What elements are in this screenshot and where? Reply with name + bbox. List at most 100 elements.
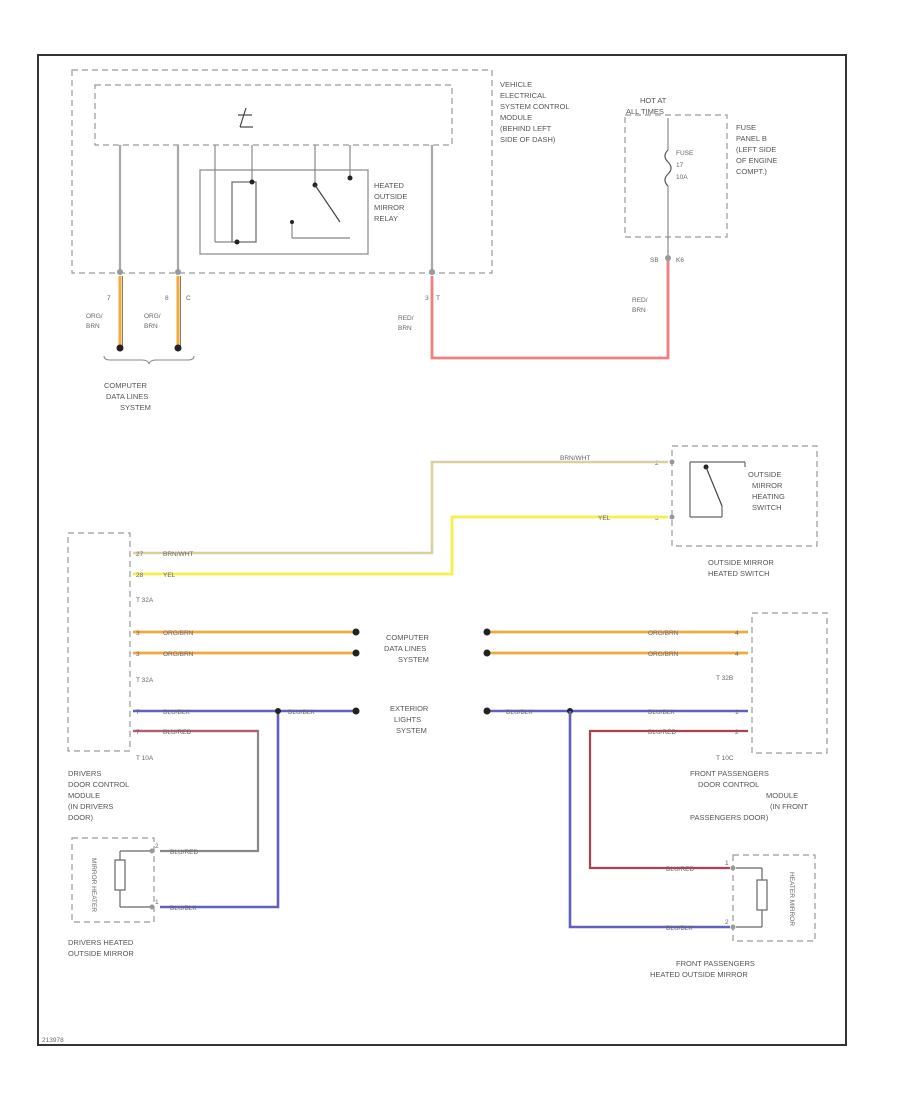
pin-fuse2: K6	[676, 257, 684, 264]
pin-d2: 1	[155, 899, 159, 906]
conn-t32b: T 32B	[716, 675, 733, 682]
relay-coil	[214, 145, 257, 245]
driver-module-2: DOOR CONTROL	[68, 780, 129, 789]
wire-blu-blk-left-drop	[160, 711, 280, 909]
pin8-terminal	[175, 269, 181, 275]
driver-module-5: DOOR)	[68, 813, 94, 822]
driver-heater-symbol	[114, 848, 155, 910]
switch-box	[671, 445, 818, 547]
heater-label-r: HEATER MIRROR	[788, 872, 795, 926]
pin-sw1: 2	[655, 460, 659, 467]
relay-contact	[290, 145, 353, 239]
cdl-bracket	[103, 355, 195, 365]
pass-module-2: DOOR CONTROL	[698, 780, 759, 789]
conn-t32a: T 32A	[136, 597, 154, 604]
wire-label-red1-a: RED/	[398, 315, 414, 322]
ext-lights-3: SYSTEM	[396, 726, 427, 735]
wire-blu-blk-r2: BLU/BLK	[506, 709, 533, 716]
vesc-label-line1: VEHICLE	[500, 80, 532, 89]
pass-mirror-2: HEATED OUTSIDE MIRROR	[650, 970, 748, 979]
pass-module-1: FRONT PASSENGERS	[690, 769, 769, 778]
wire-blu-red-r: BLU/RED	[648, 729, 676, 736]
cdl-center-1: COMPUTER	[386, 633, 430, 642]
vesc-label-line6: SIDE OF DASH)	[500, 135, 556, 144]
wire-label-org1-a: ORG/	[86, 313, 103, 320]
wire-brn-wht-label: BRN/WHT	[560, 455, 590, 462]
fuse-panel-label-1: FUSE	[736, 123, 756, 132]
driver-mirror-box	[71, 837, 155, 923]
driver-module-1: DRIVERS	[68, 769, 101, 778]
switch-label-2: MIRROR	[752, 481, 783, 490]
conn-t10c: T 10C	[716, 755, 734, 762]
cdl-left-dot-2	[352, 649, 360, 657]
wire-blu-red-right	[588, 729, 748, 870]
left-pin-28: 28	[136, 572, 144, 579]
driver-mirror-2: OUTSIDE MIRROR	[68, 949, 134, 958]
fuse-terminal	[665, 255, 671, 261]
left-wire-yel: YEL	[163, 572, 176, 579]
pin-p2: 2	[725, 919, 729, 926]
fuse-panel-label-4: OF ENGINE	[736, 156, 777, 165]
vesc-module-box	[71, 69, 493, 274]
pin-bb: 7	[136, 709, 140, 716]
cdl-left-dot-1	[352, 628, 360, 636]
pin-br: 7	[136, 729, 140, 736]
wire-label-org2-a: ORG/	[144, 313, 161, 320]
switch-label-3: HEATING	[752, 492, 785, 501]
cdl-label-2: DATA LINES	[106, 392, 148, 401]
cdl-dot-1	[116, 344, 124, 352]
ext-lights-1: EXTERIOR	[390, 704, 429, 713]
ext-lights-2: LIGHTS	[394, 715, 421, 724]
fuse-symbol	[664, 149, 672, 187]
relay-label-2: OUTSIDE	[374, 192, 407, 201]
ext-right-dot	[483, 707, 491, 715]
driver-mirror-1: DRIVERS HEATED	[68, 938, 134, 947]
wire-brn-wht	[133, 460, 668, 555]
fuse-label-3: 10A	[676, 174, 688, 181]
fuse-panel-label-2: PANEL B	[736, 134, 767, 143]
conn-t10a: T 10A	[136, 755, 154, 762]
pin-d1: 2	[155, 843, 159, 850]
driver-module-box	[67, 532, 131, 752]
wire-org-brn-r2: ORG/BRN	[648, 651, 679, 658]
wire-yel-label: YEL	[598, 515, 611, 522]
pass-module-4: (IN FRONT	[770, 802, 808, 811]
pass-module-5: PASSENGERS DOOR)	[690, 813, 769, 822]
wire-label-red1-b: BRN	[398, 325, 412, 332]
cdl-center-3: SYSTEM	[398, 655, 429, 664]
wire-red-brn	[430, 258, 670, 360]
fuse-label-1: FUSE	[676, 150, 694, 157]
hot-at-label-1: HOT AT	[640, 96, 667, 105]
wire-blu-red-left-route	[133, 729, 260, 853]
pass-module-3: MODULE	[766, 791, 798, 800]
pass-heater-symbol	[730, 865, 768, 930]
switch-label-1: OUTSIDE	[748, 470, 781, 479]
cdl-label-3: SYSTEM	[120, 403, 151, 412]
wire-blu-red-dl: BLU/RED	[170, 849, 198, 856]
pin-p1: 1	[725, 860, 729, 867]
wire-blu-blk-right-drop	[568, 711, 730, 929]
wire-label-red2-a: RED/	[632, 297, 648, 304]
footer-code: 213978	[42, 1037, 64, 1044]
switch-caption-2: HEATED SWITCH	[708, 569, 770, 578]
pin-fuse: SB	[650, 257, 659, 264]
wire-blu-blk-l2: BLU/BLK	[288, 709, 315, 716]
driver-module-4: (IN DRIVERS	[68, 802, 113, 811]
wire-org-brn-r1: ORG/BRN	[648, 630, 679, 637]
relay-label-3: MIRROR	[374, 203, 405, 212]
pin-2a: 3	[136, 651, 140, 658]
wire-blu-blk-pr: BLU/BLK	[666, 925, 693, 932]
pin-left2b: C	[186, 295, 191, 302]
conn-t32a-2: T 32A	[136, 677, 154, 684]
wire-blu-red-l: BLU/RED	[163, 729, 191, 736]
pin-right2: T	[436, 295, 440, 302]
wire-yel	[133, 515, 668, 576]
vesc-label-line5: (BEHIND LEFT	[500, 124, 552, 133]
ext-left-dot	[352, 707, 360, 715]
wire-blu-red-pr: BLU/RED	[666, 866, 694, 873]
wire-blu-blk-dl: BLU/BLK	[170, 905, 197, 912]
pin-left1: 7	[107, 295, 111, 302]
pass-mirror-box	[732, 854, 816, 942]
wire-label-org2-b: BRN	[144, 323, 158, 330]
